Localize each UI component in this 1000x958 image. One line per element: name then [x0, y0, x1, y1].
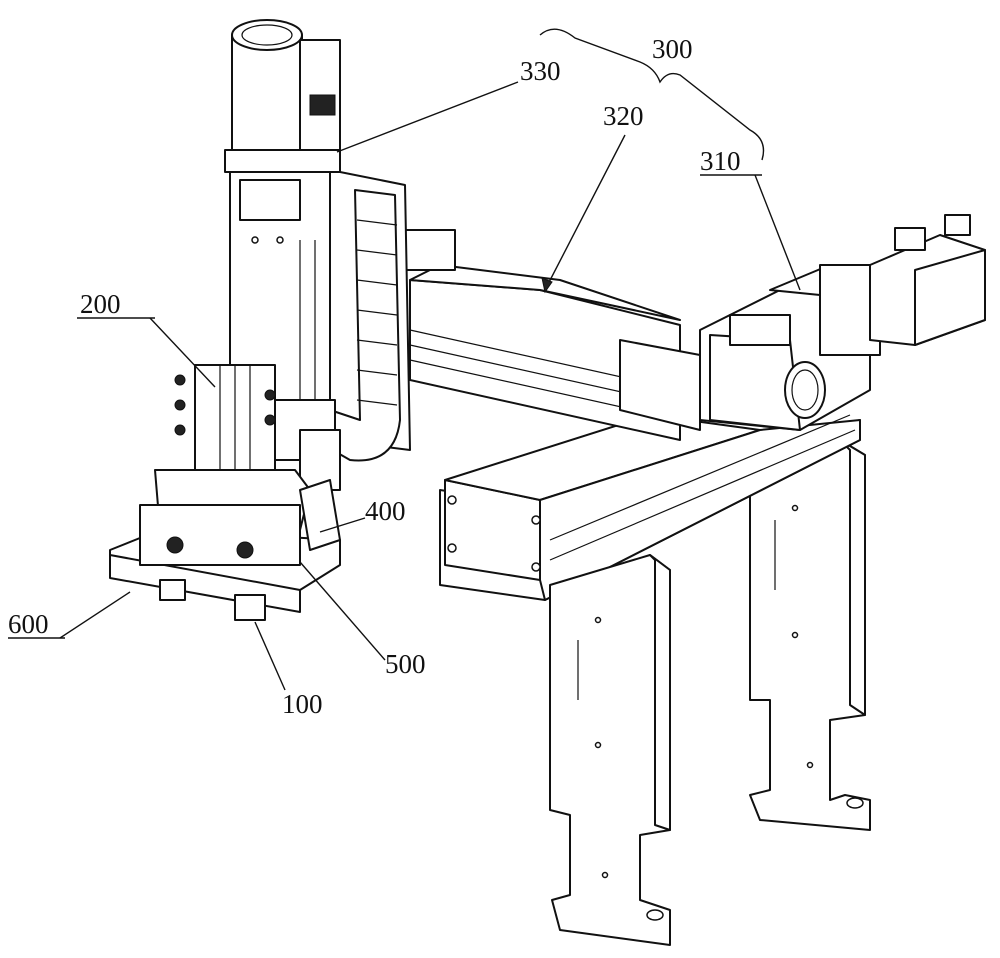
label-100: 100: [282, 689, 323, 719]
x-axis-beam: [404, 229, 701, 441]
base-box: [439, 414, 861, 601]
label-400: 400: [365, 496, 406, 526]
front-support-leg: [549, 554, 671, 946]
label-300: 300: [652, 34, 693, 64]
gripper-assembly: [174, 364, 341, 491]
right-servo-motor: [869, 214, 986, 346]
label-310: 310: [700, 146, 741, 176]
label-200: 200: [80, 289, 121, 319]
label-320: 320: [603, 101, 644, 131]
label-500: 500: [385, 649, 426, 679]
rear-support-leg: [749, 439, 871, 831]
label-330: 330: [520, 56, 561, 86]
label-600: 600: [8, 609, 49, 639]
fixture-base: [109, 469, 341, 621]
leader-lines: [8, 28, 801, 691]
z-axis-servo-motor: [224, 19, 341, 173]
